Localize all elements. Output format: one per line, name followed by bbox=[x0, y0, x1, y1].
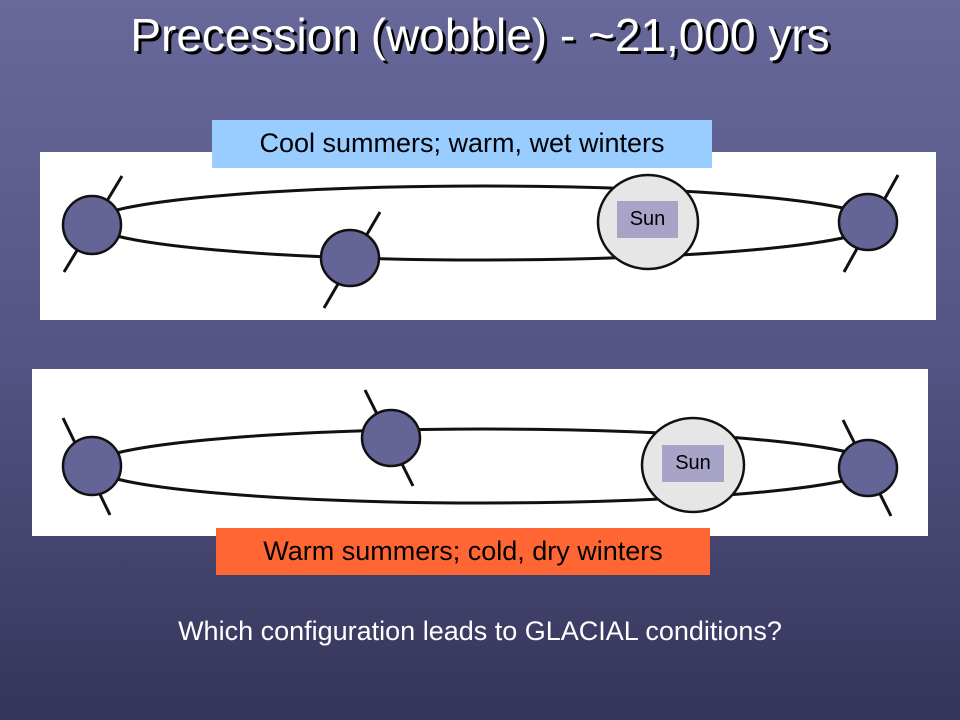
earth bbox=[319, 228, 381, 288]
bottom-orbit-ellipse bbox=[90, 427, 878, 505]
earth bbox=[61, 194, 123, 256]
slide-title: Precession (wobble) - ~21,000 yrs bbox=[130, 9, 830, 61]
top-orbit-ellipse bbox=[90, 184, 878, 262]
top-orbit-panel bbox=[40, 152, 936, 320]
sun-label: Sun bbox=[662, 445, 724, 482]
top-caption: Cool summers; warm, wet winters bbox=[212, 120, 712, 168]
earth bbox=[61, 435, 123, 497]
question-text: Which configuration leads to GLACIAL con… bbox=[178, 616, 782, 646]
bottom-orbit-panel bbox=[32, 369, 928, 536]
bottom-caption: Warm summers; cold, dry winters bbox=[216, 528, 710, 575]
earth bbox=[837, 438, 899, 498]
sun-label: Sun bbox=[617, 201, 678, 238]
earth bbox=[360, 408, 422, 468]
earth bbox=[837, 192, 899, 252]
